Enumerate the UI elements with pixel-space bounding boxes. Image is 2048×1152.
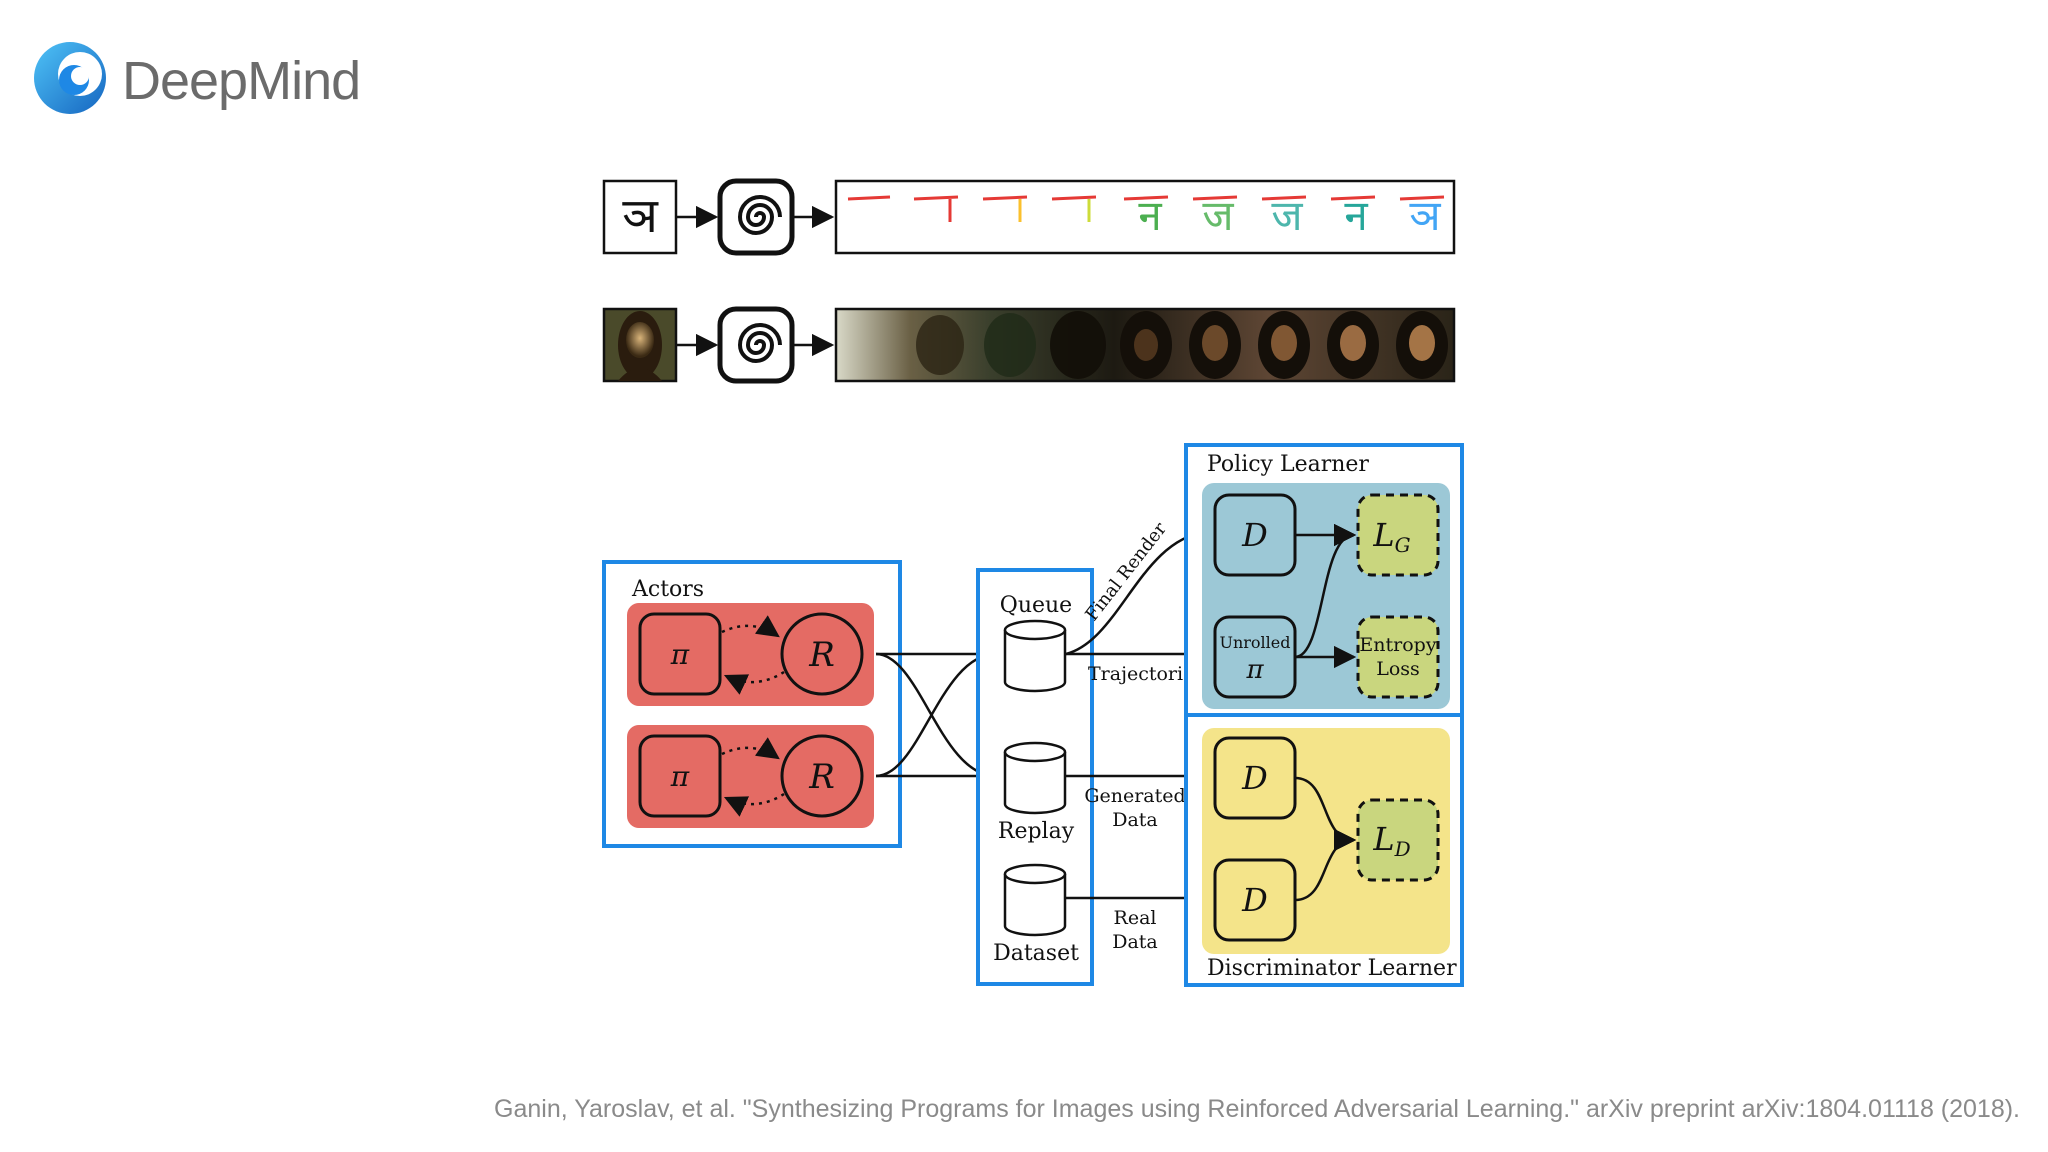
actor-1-renderer-symbol: R bbox=[808, 635, 835, 675]
real-data-label-1: Real bbox=[1114, 907, 1157, 929]
spiral-renderer-icon bbox=[717, 178, 795, 256]
target-glyph: ञ bbox=[622, 188, 659, 244]
unrolled-label: Unrolled bbox=[1219, 633, 1290, 652]
policy-learner-group: Policy Learner D Unrolled π LG Entropy L… bbox=[1184, 443, 1464, 717]
generated-data-label-2: Data bbox=[1112, 809, 1158, 831]
entropy-loss-label-1: Entropy bbox=[1359, 634, 1436, 656]
buffer-to-learner-edges bbox=[1065, 523, 1209, 910]
stroke-sequence: न ज ज न ञ bbox=[847, 191, 1445, 240]
real-data-label-2: Data bbox=[1112, 931, 1158, 953]
discriminator-learner-title: Discriminator Learner bbox=[1207, 956, 1457, 981]
policy-learner-title: Policy Learner bbox=[1207, 452, 1369, 477]
actors-group: Actors π R π R bbox=[602, 560, 902, 848]
dataset-label: Dataset bbox=[993, 941, 1079, 966]
spiral-renderer-icon-2 bbox=[717, 306, 795, 384]
painting-sequence bbox=[834, 307, 1456, 383]
svg-text:LG: LG bbox=[1372, 516, 1410, 557]
svg-text:LD: LD bbox=[1372, 820, 1410, 861]
disc-d-symbol-1: D bbox=[1241, 759, 1268, 797]
queue-label: Queue bbox=[1000, 593, 1072, 618]
trajectories-label: Trajectories bbox=[1088, 663, 1204, 685]
queue-cylinder-icon bbox=[1003, 619, 1067, 693]
loss-g-symbol: L bbox=[1372, 516, 1394, 554]
portrait-row bbox=[602, 306, 1456, 384]
glyph-row: ञ न ज ज न ञ bbox=[602, 178, 1456, 256]
loss-d-symbol: L bbox=[1372, 820, 1394, 858]
loss-g-subscript: G bbox=[1395, 533, 1411, 557]
replay-cylinder-icon bbox=[1003, 741, 1067, 815]
disc-d-symbol-2: D bbox=[1241, 881, 1268, 919]
deepmind-logo-icon bbox=[34, 42, 106, 114]
actor-1-policy-symbol: π bbox=[670, 638, 690, 671]
mona-lisa-thumbnail bbox=[602, 307, 678, 383]
citation-text: Ganin, Yaroslav, et al. "Synthesizing Pr… bbox=[494, 1095, 2020, 1123]
entropy-loss-label-2: Loss bbox=[1376, 658, 1420, 680]
discriminator-learner-group: D D LD Discriminator Learner bbox=[1184, 713, 1464, 987]
actors-title: Actors bbox=[631, 577, 704, 602]
final-render-label: Final Render bbox=[1081, 518, 1171, 625]
replay-label: Replay bbox=[998, 819, 1075, 844]
brand-name: DeepMind bbox=[122, 51, 361, 111]
actor-2-renderer-symbol: R bbox=[808, 757, 835, 797]
generated-data-label-1: Generated bbox=[1084, 785, 1185, 807]
loss-d-subscript: D bbox=[1394, 837, 1411, 861]
unrolled-policy-symbol: π bbox=[1245, 655, 1264, 685]
dataset-cylinder-icon bbox=[1003, 863, 1067, 937]
policy-d-symbol: D bbox=[1241, 516, 1268, 554]
actor-2-policy-symbol: π bbox=[670, 760, 690, 793]
